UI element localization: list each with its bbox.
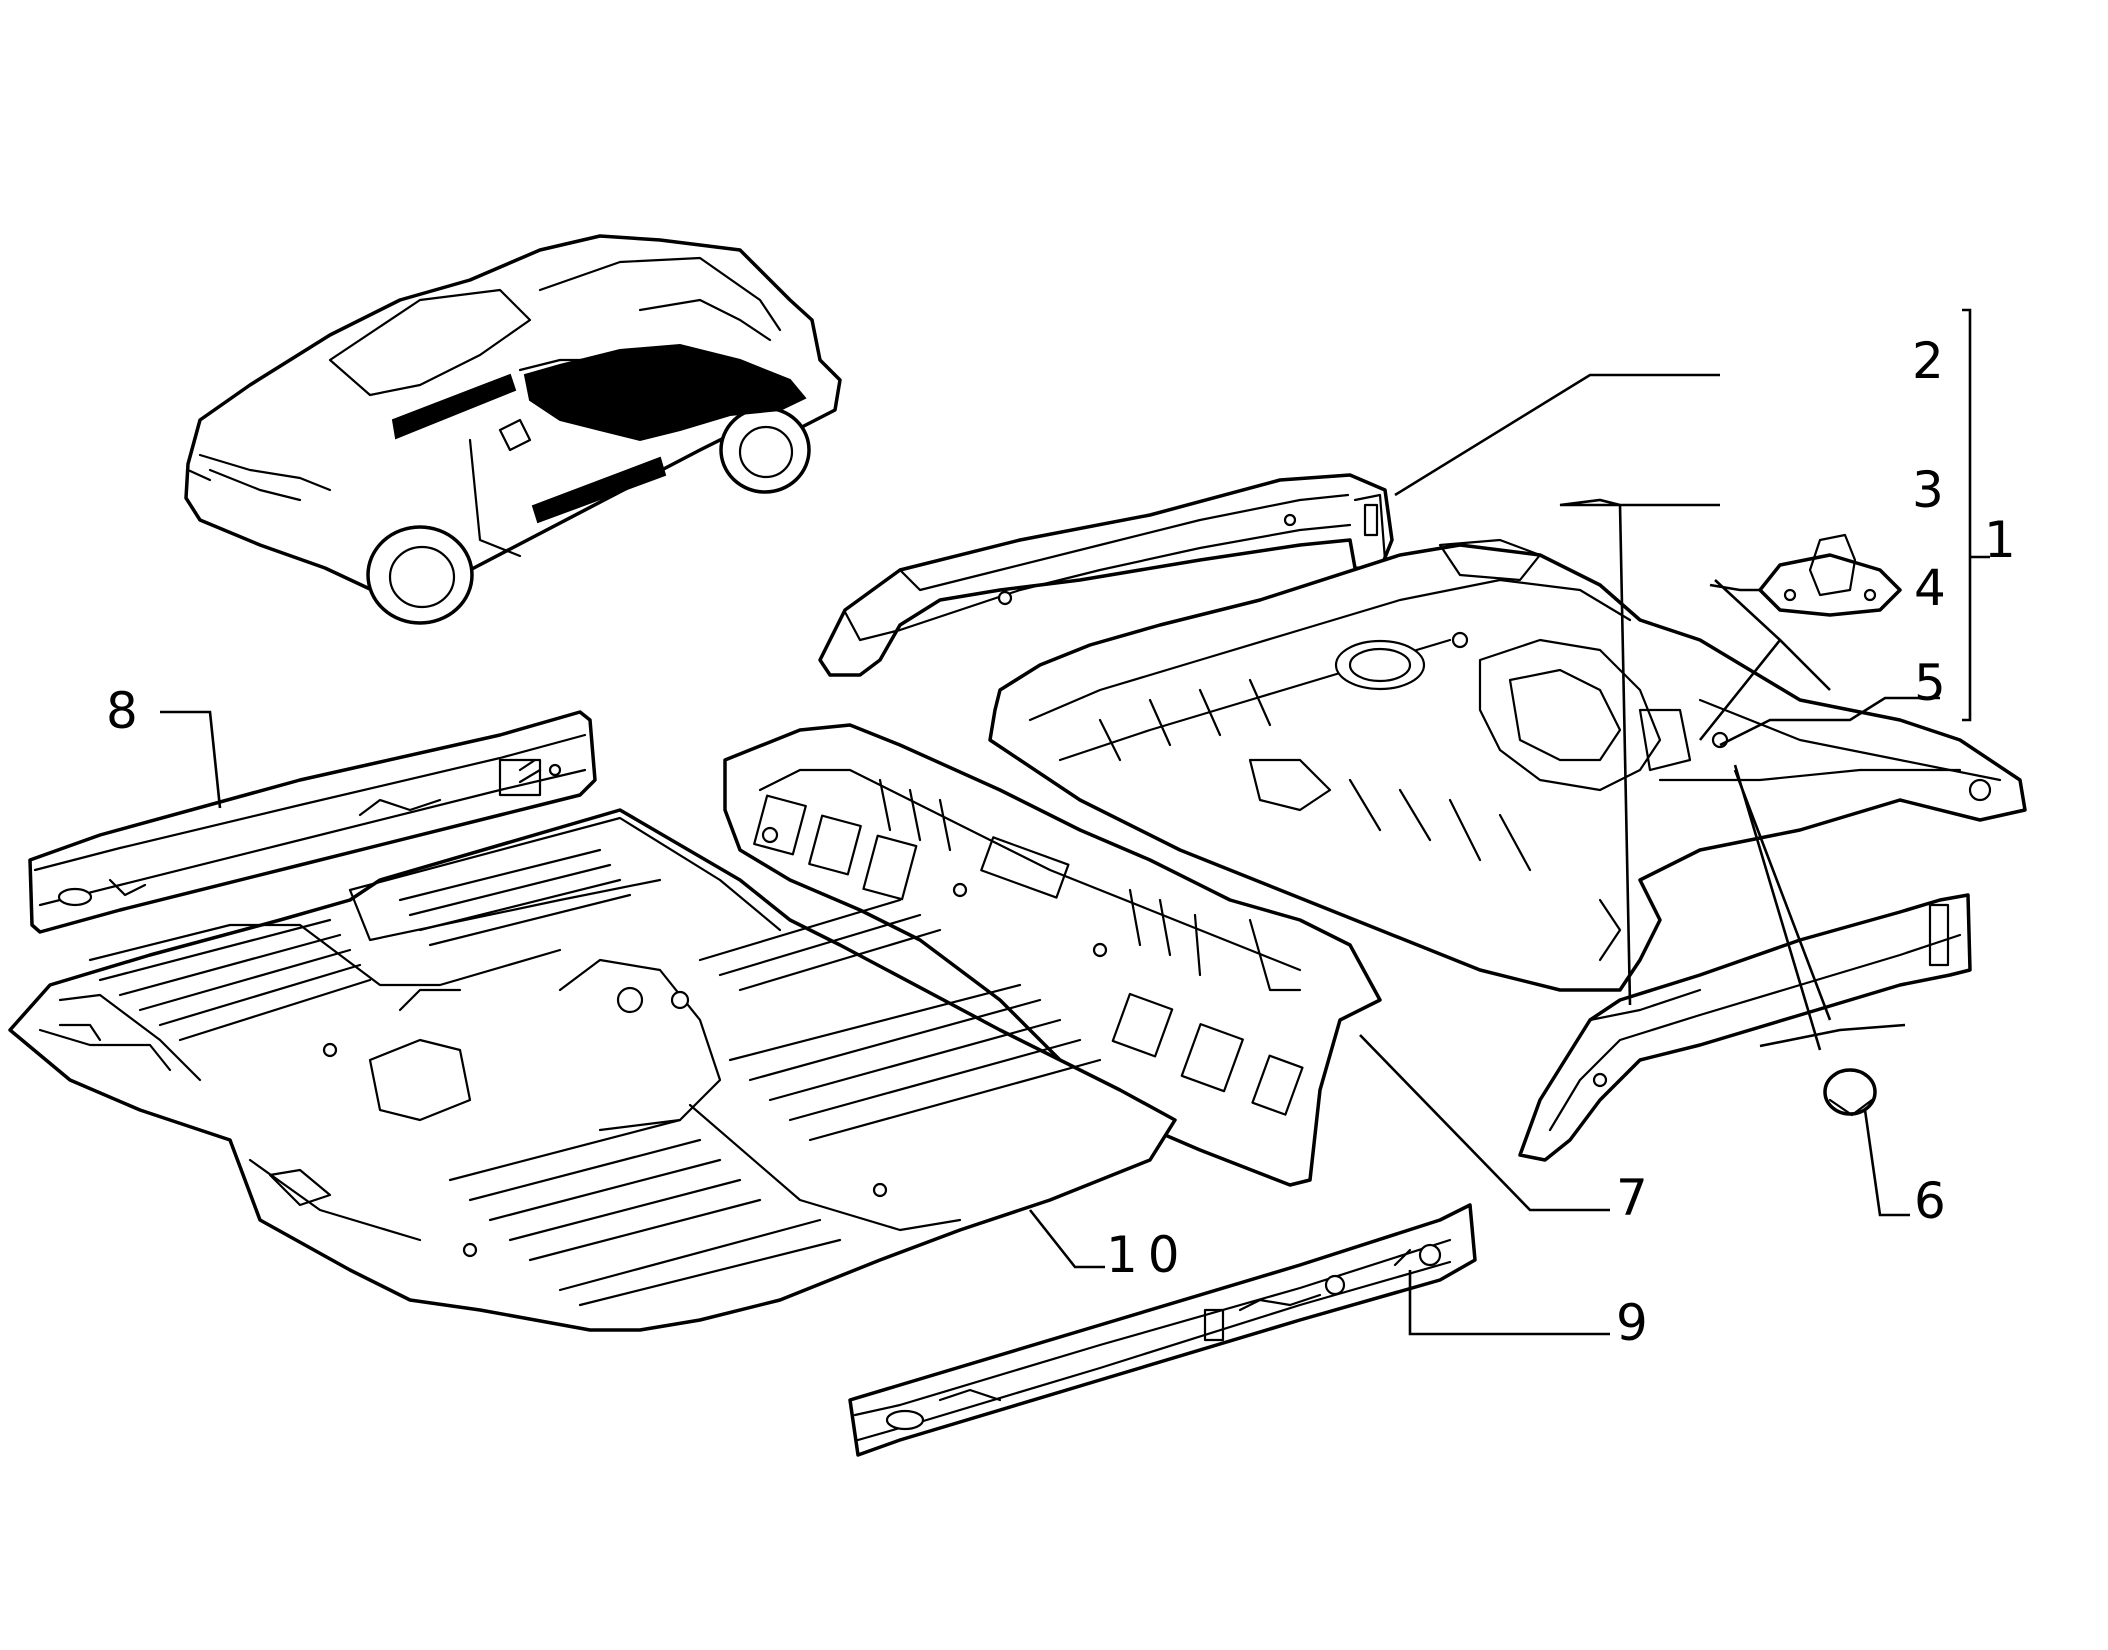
callout-3: 3 (1912, 461, 1944, 519)
part-2-rear-side-member-left (818, 473, 1394, 677)
rear-floor-pan (988, 538, 2027, 992)
leader-6-bracket (1759, 1023, 1906, 1048)
leader-7 (1359, 1034, 1610, 1212)
car-locator-illustration (184, 234, 842, 625)
rear-wheel-icon (719, 406, 811, 494)
part-9-right-sill (848, 1203, 1477, 1457)
callout-1: 1 (1984, 511, 2016, 569)
leader-4 (1709, 583, 1760, 592)
highlighted-front-sill (391, 373, 517, 440)
callout-2: 2 (1912, 332, 1944, 390)
part-4-bracket (1758, 533, 1902, 617)
leader-lines (160, 308, 1990, 1336)
leader-2 (1394, 373, 1720, 497)
callout-7: 7 (1616, 1169, 1648, 1227)
callout-8: 8 (106, 682, 138, 740)
leader-3-upper (1559, 498, 1632, 1006)
part-6-grommet (1823, 1068, 1877, 1117)
part-3-rear-side-member-right (1518, 893, 1972, 1162)
leader-9 (1408, 1270, 1610, 1336)
highlighted-floor-area (523, 343, 807, 442)
leader-4-line-b (1698, 639, 1782, 741)
part-7-rear-cross-member (723, 723, 1382, 1187)
front-wheel-icon (366, 525, 474, 625)
leader-6-line-b (1733, 769, 1832, 1021)
callout-4: 4 (1914, 559, 1946, 617)
leader-5 (1719, 696, 1940, 747)
callout-9: 9 (1616, 1294, 1648, 1352)
leader-6 (1863, 1109, 1910, 1217)
leader-6-line-a (1733, 764, 1822, 1051)
part-8-left-sill (28, 710, 597, 934)
leader-10 (1028, 1209, 1105, 1269)
leader-1-bracket (1962, 308, 1972, 722)
callout-labels: 2 3 1 4 5 6 7 8 9 10 (106, 332, 2016, 1352)
callout-5: 5 (1914, 654, 1946, 712)
part-10-front-floor-pan (8, 808, 1177, 1332)
callout-10: 10 (1106, 1226, 1190, 1284)
callout-6: 6 (1914, 1172, 1946, 1230)
leader-8 (160, 710, 222, 809)
highlighted-side-sill (531, 456, 667, 524)
